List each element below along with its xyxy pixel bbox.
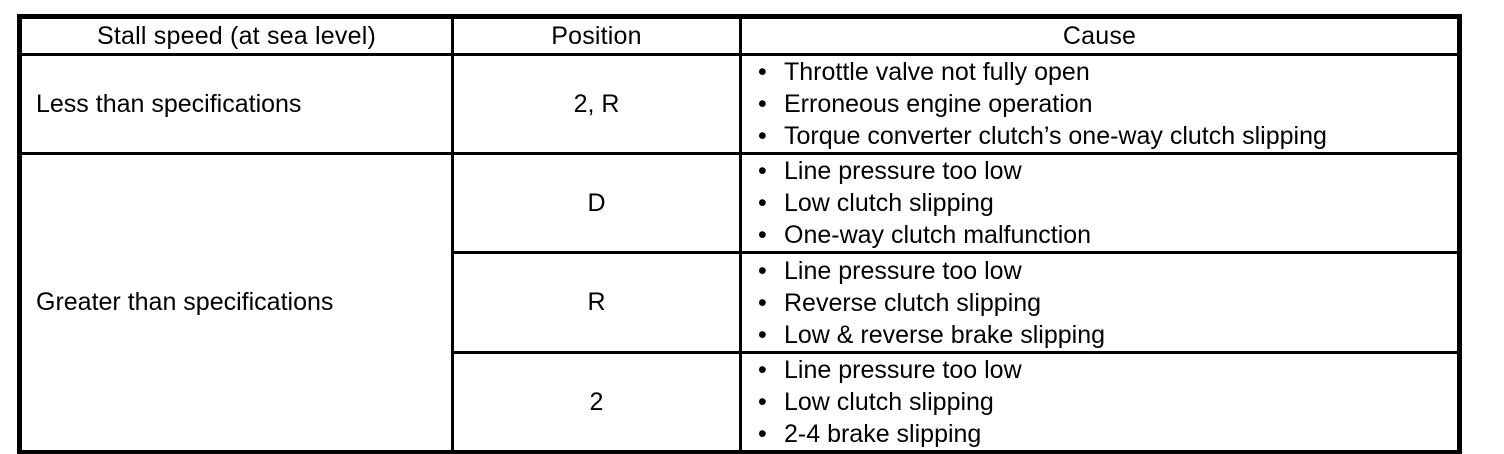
cause-item: Reverse clutch slipping (754, 287, 1451, 319)
cell-position-2: 2 (451, 351, 742, 454)
cause-item: Torque converter clutch’s one-way clutch… (754, 120, 1451, 151)
cause-item: Low & reverse brake slipping (754, 319, 1451, 350)
cell-causes-2: Line pressure too low Low clutch slippin… (739, 351, 1461, 454)
cell-position-2r: 2, R (451, 53, 742, 155)
cell-stall-speed-greater: Greater than specifications (18, 152, 454, 454)
cell-causes-r: Line pressure too low Reverse clutch sli… (739, 251, 1461, 354)
stall-speed-diagnosis-table: Stall speed (at sea level) Position Caus… (17, 14, 1462, 454)
table-header-row: Stall speed (at sea level) Position Caus… (18, 15, 1461, 56)
cause-item: One-way clutch malfunction (754, 219, 1451, 250)
cause-list: Line pressure too low Reverse clutch sli… (744, 256, 1457, 350)
cause-item: 2-4 brake slipping (754, 418, 1451, 450)
cause-list: Throttle valve not fully open Erroneous … (744, 58, 1457, 151)
cause-list: Line pressure too low Low clutch slippin… (744, 157, 1457, 250)
table-row-greater-than-spec-d: Greater than specifications D Line press… (18, 152, 1461, 454)
cause-item: Line pressure too low (754, 356, 1451, 387)
cell-causes-2r: Throttle valve not fully open Erroneous … (739, 53, 1461, 155)
cause-list: Line pressure too low Low clutch slippin… (744, 356, 1457, 450)
cause-item: Throttle valve not fully open (754, 58, 1451, 89)
cause-item: Line pressure too low (754, 256, 1451, 287)
table-row-greater-than-spec-r: R Line pressure too low Reverse clutch s… (20, 251, 1461, 354)
table-row-greater-than-spec-2: 2 Line pressure too low Low clutch slipp… (20, 351, 1461, 454)
cause-item: Low clutch slipping (754, 386, 1451, 418)
cell-position-d: D (451, 152, 742, 254)
header-position: Position (451, 15, 742, 56)
cell-stall-speed-less: Less than specifications (18, 53, 454, 155)
cause-item: Line pressure too low (754, 157, 1451, 188)
header-stall-speed: Stall speed (at sea level) (18, 15, 454, 56)
header-cause: Cause (739, 15, 1461, 56)
cause-item: Low clutch slipping (754, 187, 1451, 219)
cell-causes-d: Line pressure too low Low clutch slippin… (739, 152, 1461, 254)
cause-item: Erroneous engine operation (754, 88, 1451, 120)
cell-position-r: R (451, 251, 742, 354)
table-row-less-than-spec: Less than specifications 2, R Throttle v… (18, 53, 1461, 155)
